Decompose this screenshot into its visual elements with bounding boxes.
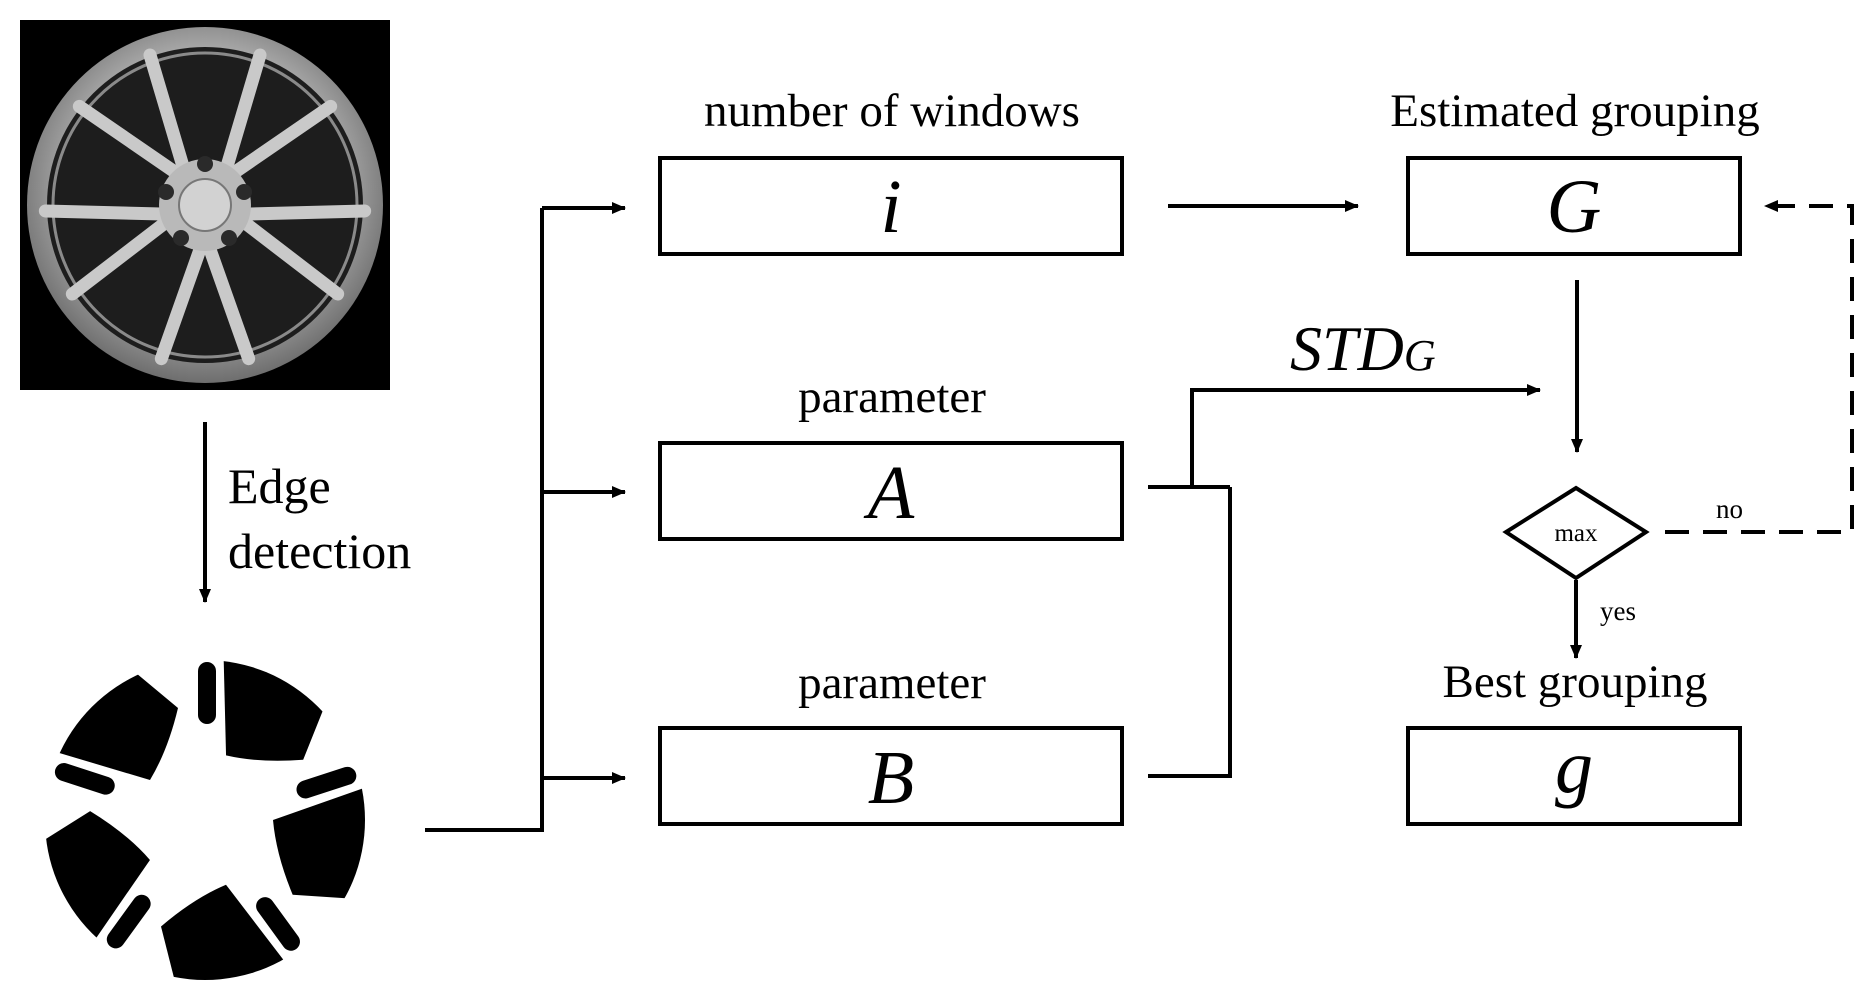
best-caption: Best grouping (1442, 656, 1707, 708)
param-a-symbol: A (863, 451, 915, 535)
decision-label: max (1554, 520, 1598, 547)
estimated-symbol: G (1547, 165, 1602, 249)
yes-label: yes (1600, 596, 1636, 626)
best-symbol: g (1555, 725, 1593, 809)
no-loop-arrow (1665, 200, 1854, 534)
edge-detection-label-line1: Edge (228, 458, 331, 514)
param-b-caption: parameter (798, 657, 986, 709)
param-a-caption: parameter (798, 371, 986, 423)
windows-symbol: i (880, 165, 901, 249)
edge-detection-label-line2: detection (228, 523, 411, 579)
decision-diamond (1502, 485, 1650, 581)
windows-box (658, 156, 1124, 256)
wheel-photo-icon (20, 20, 390, 390)
estimated-caption: Estimated grouping (1390, 85, 1759, 137)
windows-caption: number of windows (704, 85, 1080, 137)
estimated-box (1406, 156, 1742, 256)
param-b-symbol: B (868, 736, 914, 820)
splitter-connector (425, 202, 626, 832)
no-label: no (1716, 494, 1743, 524)
param-a-box (658, 441, 1124, 541)
std-connector (1148, 384, 1541, 778)
best-box (1406, 726, 1742, 826)
edge-silhouette-icon (45, 660, 365, 980)
std-label: STDG (1290, 313, 1436, 384)
param-b-box (658, 726, 1124, 826)
